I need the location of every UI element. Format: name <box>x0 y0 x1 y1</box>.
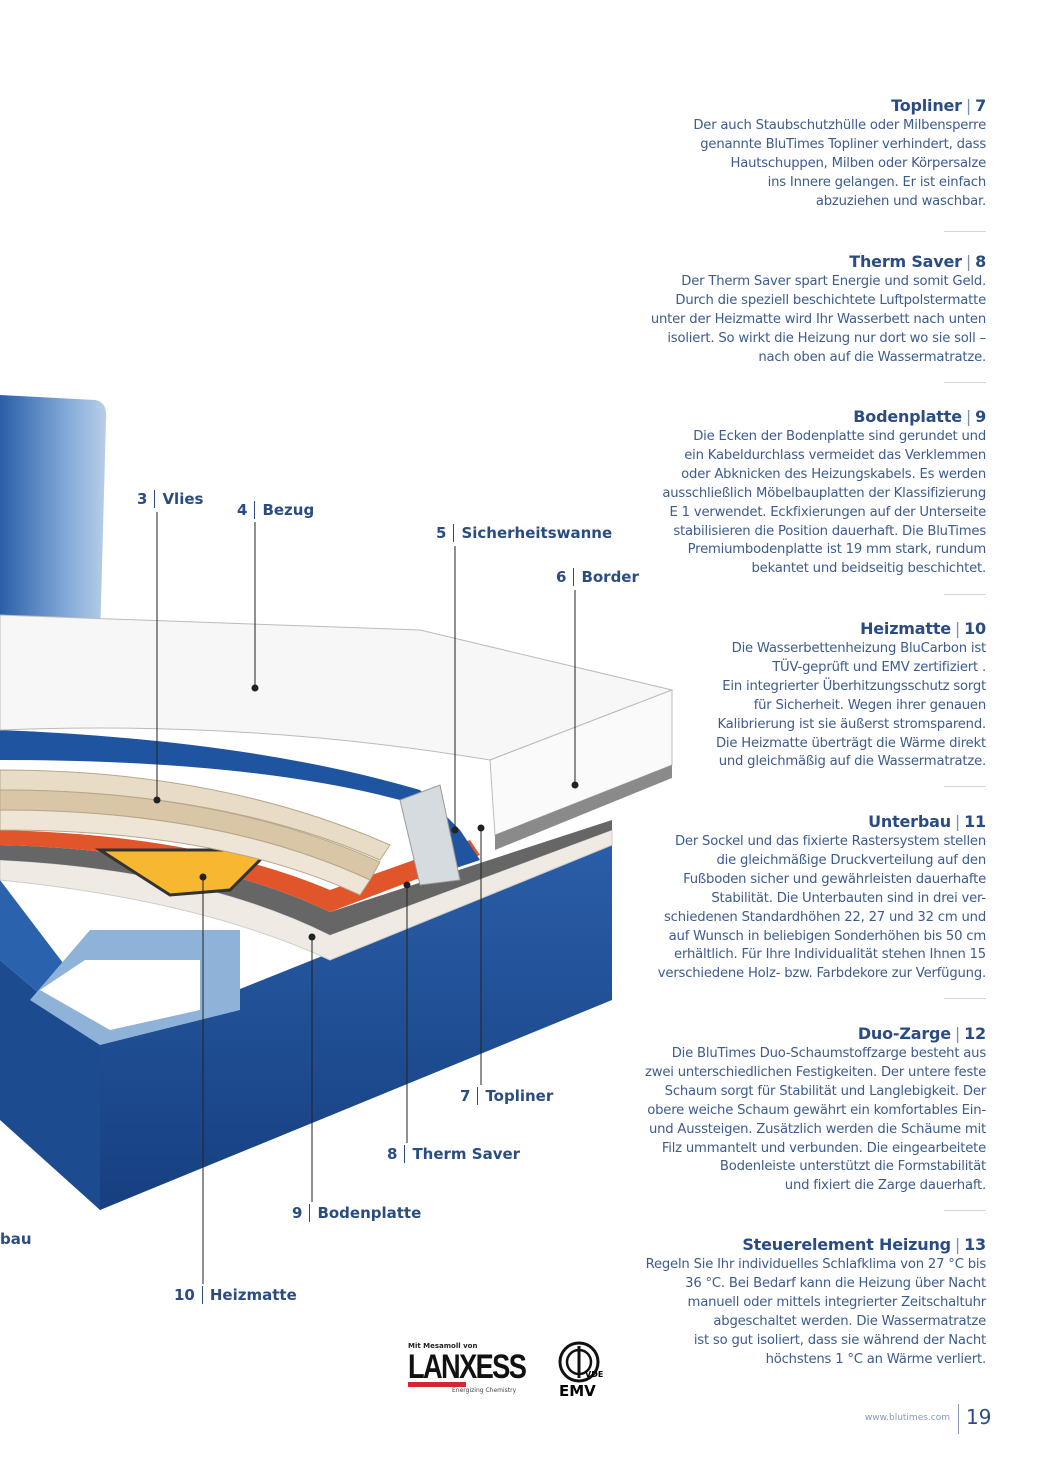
divider <box>944 231 986 232</box>
callout-label: Heizmatte <box>209 1286 297 1304</box>
section-heading: Steuerelement Heizung|13 <box>742 1235 986 1254</box>
callout-topliner: 7 Topliner <box>460 1087 553 1105</box>
callout-bezug: 4 Bezug <box>237 501 314 519</box>
callout-number: 5 <box>436 524 455 542</box>
border-foam <box>399 784 461 886</box>
mattress-top <box>0 614 674 761</box>
section-heading: Bodenplatte|9 <box>853 407 986 426</box>
footer-url[interactable]: www.blutimes.com <box>864 1413 950 1423</box>
headboard <box>0 395 107 640</box>
section-text: Der Therm Saver spart Energie und somit … <box>650 274 986 365</box>
callout-bodenplatte: 9 Bodenplatte <box>292 1204 421 1222</box>
callout-label: Sicherheitswanne <box>461 524 613 542</box>
callout-heizmatte: 10 Heizmatte <box>174 1286 297 1304</box>
callout-label: Border <box>581 568 639 586</box>
callout-number: 4 <box>237 501 256 519</box>
callout-number: 9 <box>292 1204 311 1222</box>
callout-number: 10 <box>174 1286 203 1304</box>
section-text: Die BluTimes Duo-Schaumstoffzarge besteh… <box>645 1046 986 1194</box>
base-frame-front <box>0 960 100 1210</box>
callout-number: 7 <box>460 1087 479 1105</box>
callout-label: Vlies <box>162 490 204 508</box>
section-heading: Duo-Zarge|12 <box>857 1024 986 1043</box>
divider <box>944 382 986 383</box>
section-text: Der Sockel und das fixierte Rastersystem… <box>657 834 986 982</box>
base-frame-right <box>100 840 612 1210</box>
divider <box>944 1210 986 1211</box>
callout-therm-saver: 8 Therm Saver <box>387 1145 520 1163</box>
callout-number: 8 <box>387 1145 406 1163</box>
heater-mat <box>94 848 274 897</box>
callout-unterbau-cut: bau <box>0 1230 32 1248</box>
section-heading: Heizmatte|10 <box>860 619 986 638</box>
callout-label: Bodenplatte <box>317 1204 422 1222</box>
vde-emv-logo: VDE EMV <box>555 1340 611 1404</box>
page-number: 19 <box>966 1405 992 1429</box>
section-heading: Unterbau|11 <box>868 812 986 831</box>
callout-vlies: 3 Vlies <box>137 490 203 508</box>
section-text: Die Ecken der Bodenplatte sind gerundet … <box>662 429 986 577</box>
callout-label: Bezug <box>262 501 315 519</box>
callout-sicherheitswanne: 5 Sicherheitswanne <box>436 524 612 542</box>
divider <box>944 594 986 595</box>
section-text: Die Wasserbettenheizung BluCarbon ist TÜ… <box>715 641 986 770</box>
footer-divider <box>958 1404 959 1434</box>
callout-border: 6 Border <box>556 568 639 586</box>
callout-number: 3 <box>137 490 156 508</box>
section-text: Regeln Sie Ihr individuelles Schlafklima… <box>645 1257 987 1367</box>
section-heading: Therm Saver|8 <box>849 252 986 271</box>
section-heading: Topliner|7 <box>891 96 986 115</box>
lanxess-logo: Mit Mesamoll von LANXESS Energizing Chem… <box>408 1342 527 1394</box>
divider <box>944 786 986 787</box>
divider <box>944 998 986 999</box>
callout-number: 6 <box>556 568 575 586</box>
section-text: Der auch Staubschutzhülle oder Milbenspe… <box>693 118 986 209</box>
callout-label: Therm Saver <box>412 1145 521 1163</box>
callout-label: Topliner <box>485 1087 554 1105</box>
